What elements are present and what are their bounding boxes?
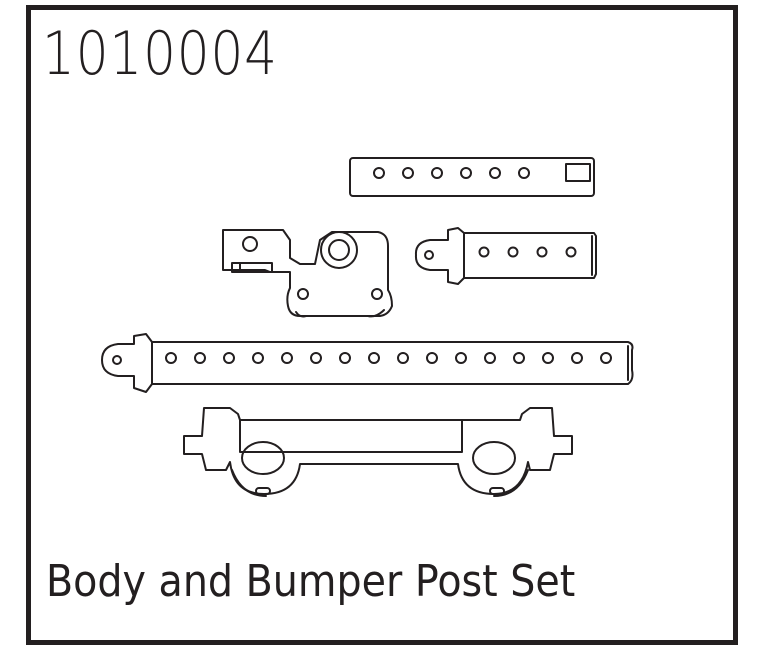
long-body-post (101, 333, 634, 393)
part-number: 1010004 (42, 19, 278, 89)
bumper-mount (183, 407, 573, 497)
post-hole (397, 352, 409, 364)
post-hole (455, 352, 467, 364)
post-hole (536, 246, 548, 258)
medium-body-post (414, 227, 597, 285)
post-hole (431, 167, 443, 179)
post-hole (339, 352, 351, 364)
post-hole (426, 352, 438, 364)
post-hole (223, 352, 235, 364)
post-hole (571, 352, 583, 364)
product-name: Body and Bumper Post Set (46, 556, 576, 607)
post-hole (489, 167, 501, 179)
post-hole (600, 352, 612, 364)
post-hole (478, 246, 490, 258)
post-hole (281, 352, 293, 364)
post-hole (513, 352, 525, 364)
post-hole (565, 246, 577, 258)
post-hole (518, 167, 530, 179)
post-hole (194, 352, 206, 364)
post-hole (484, 352, 496, 364)
post-hole (165, 352, 177, 364)
post-hole (402, 167, 414, 179)
post-hole (373, 167, 385, 179)
short-body-post (349, 157, 595, 197)
body-post-mount (222, 229, 393, 318)
post-hole (507, 246, 519, 258)
post-hole (542, 352, 554, 364)
post-hole (460, 167, 472, 179)
post-hole (368, 352, 380, 364)
parts-line-drawing-icon (101, 157, 634, 497)
post-hole (252, 352, 264, 364)
post-hole (310, 352, 322, 364)
